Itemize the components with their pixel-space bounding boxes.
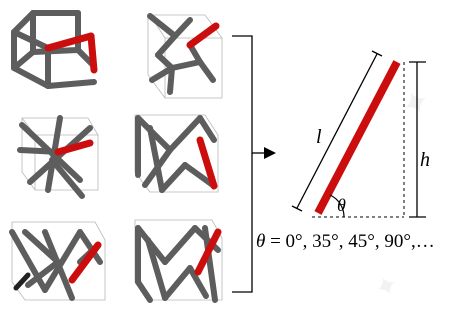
angle-list: θ = 0°, 35°, 45°, 90°,…: [256, 231, 435, 252]
lattice-cell-cubic: [11, 10, 98, 89]
watermark: ✦ ✦: [369, 80, 438, 306]
lattice-cell-x-truss: [9, 221, 106, 301]
lattice-cell-bent: [147, 13, 223, 99]
svg-text:✦: ✦: [395, 80, 438, 128]
inclined-strut: [314, 60, 401, 215]
lattice-cell-star: [17, 115, 99, 199]
svg-text:✦: ✦: [369, 267, 404, 307]
lattice-cell-w: [134, 219, 223, 303]
strut-geometry: l h θ: [291, 50, 430, 218]
label-length: l: [316, 126, 322, 148]
lattice-cell-double-v: [134, 114, 219, 193]
angle-arc: [329, 194, 345, 218]
length-dimension-line: [296, 53, 378, 209]
label-height: h: [420, 149, 430, 171]
highlight-strut: [44, 32, 95, 52]
label-angle: θ: [337, 195, 346, 215]
angle-list-values: = 0°, 35°, 45°, 90°,…: [265, 231, 434, 252]
bracket-arrow: [232, 35, 276, 293]
arrow-head-icon: [264, 147, 276, 159]
angle-list-var: θ: [256, 231, 265, 252]
